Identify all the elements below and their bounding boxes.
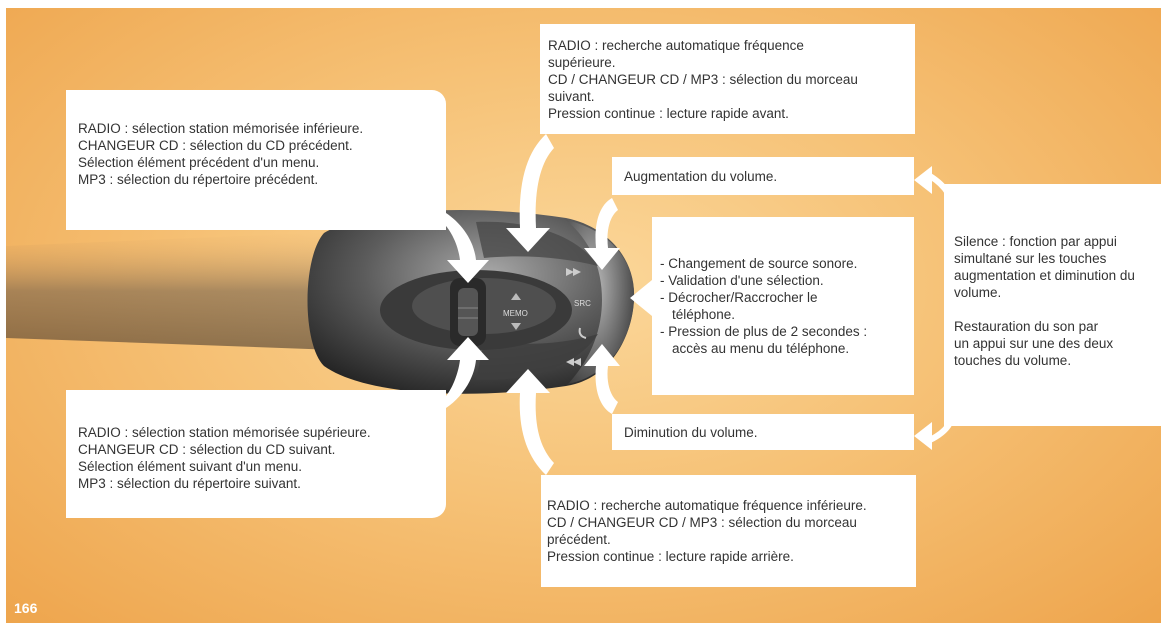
callout-line: RADIO : sélection station mémorisée supé… — [78, 425, 371, 440]
top-callout: RADIO : recherche automatique fréquence … — [540, 24, 915, 134]
left-top-callout: RADIO : sélection station mémorisée infé… — [66, 90, 446, 230]
callout-line: Diminution du volume. — [624, 425, 758, 440]
callout-line: RADIO : recherche automatique fréquence … — [547, 498, 867, 513]
phone-glyph — [578, 327, 587, 339]
memo-up-arrow — [511, 293, 521, 300]
callout-line: un appui sur une des deux — [954, 336, 1114, 351]
arrow-volume-up — [584, 198, 620, 270]
callout-line: CHANGEUR CD : sélection du CD suivant. — [78, 442, 336, 457]
bracket-arrow-up — [914, 166, 932, 194]
callout-line: Pression continue : lecture rapide avant… — [548, 106, 789, 121]
callout-line: Restauration du son par — [954, 319, 1099, 334]
fast-rewind-glyph — [566, 358, 574, 366]
callout-line: Augmentation du volume. — [624, 169, 778, 184]
callout-line: CHANGEUR CD : sélection du CD précédent. — [78, 138, 353, 153]
left-bottom-callout: RADIO : sélection station mémorisée supé… — [66, 390, 446, 518]
callout-line: Sélection élément précédent d'un menu. — [78, 155, 320, 170]
center-callout: - Changement de source sonore. - Validat… — [652, 217, 914, 395]
callout-line: volume. — [954, 285, 1002, 300]
arrow-left-bottom — [446, 337, 489, 408]
upper-button — [476, 221, 598, 266]
callout-line: Pression continue : lecture rapide arriè… — [547, 549, 794, 564]
callout-line: supérieure. — [548, 55, 616, 70]
right-callout: Silence : fonction par appui simultané s… — [944, 184, 1161, 426]
callout-line: Silence : fonction par appui — [954, 234, 1117, 249]
callout-line: suivant. — [548, 89, 595, 104]
arrow-top — [506, 134, 554, 252]
callout-line: MP3 : sélection du répertoire suivant. — [78, 476, 301, 491]
callout-line: - Pression de plus de 2 secondes : — [660, 324, 868, 339]
callout-line: simultané sur les touches — [954, 251, 1107, 266]
callout-line: RADIO : sélection station mémorisée infé… — [78, 121, 364, 136]
arrow-bottom — [506, 369, 554, 475]
memo-down-arrow — [511, 323, 521, 330]
callout-line: RADIO : recherche automatique fréquence — [548, 38, 804, 53]
callout-line: - Décrocher/Raccrocher le — [660, 290, 818, 305]
stalk-shadow — [6, 232, 336, 350]
manual-page: RADIO : sélection station mémorisée infé… — [6, 8, 1161, 623]
bottom-callout: RADIO : recherche automatique fréquence … — [541, 475, 916, 587]
callout-line: - Validation d'une sélection. — [660, 273, 824, 288]
arrow-volume-down — [584, 344, 620, 414]
steering-control-illustration — [6, 134, 957, 475]
callout-line: téléphone. — [672, 307, 736, 322]
arrow-left-top — [446, 213, 489, 283]
callout-line: touches du volume. — [954, 353, 1072, 368]
callout-line: CD / CHANGEUR CD / MP3 : sélection du mo… — [548, 72, 858, 87]
control-tip — [566, 220, 635, 384]
callout-line: - Changement de source sonore. — [660, 256, 858, 271]
callout-line: précédent. — [547, 532, 611, 547]
volume-down-callout: Diminution du volume. — [612, 414, 914, 450]
volume-up-callout: Augmentation du volume. — [612, 157, 914, 195]
page-number: 166 — [14, 600, 38, 616]
callout-line: augmentation et diminution du — [954, 268, 1135, 283]
callout-line: accès au menu du téléphone. — [672, 341, 850, 356]
callout-line: Sélection élément suivant d'un menu. — [78, 459, 302, 474]
callout-line: MP3 : sélection du répertoire précédent. — [78, 172, 319, 187]
callout-line: CD / CHANGEUR CD / MP3 : sélection du mo… — [547, 515, 857, 530]
fast-forward-glyph — [566, 268, 574, 276]
bracket-arrow-down — [914, 422, 932, 450]
arrow-center — [630, 280, 652, 316]
